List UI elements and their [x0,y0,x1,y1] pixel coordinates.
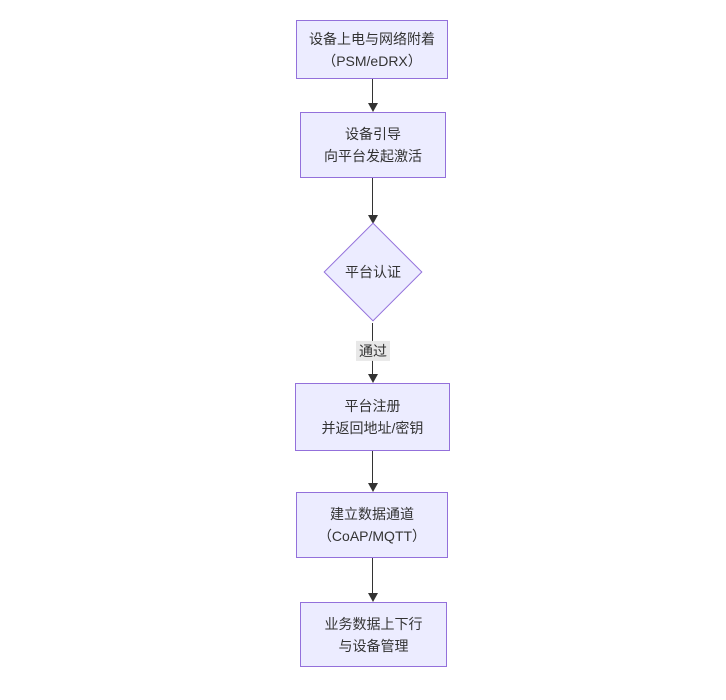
arrow-down-icon [368,483,378,492]
arrow-down-icon [368,215,378,224]
node-text-line: 向平台发起激活 [324,148,422,164]
node-text-line: 设备引导 [345,126,401,142]
node-device-bootstrap: 设备引导 向平台发起激活 [300,112,446,178]
edge-label-pass: 通过 [356,340,390,362]
node-data-channel: 建立数据通道 （CoAP/MQTT） [296,492,448,558]
node-platform-register: 平台注册 并返回地址/密钥 [295,383,450,451]
edge-line-channel-to-business [372,558,373,593]
node-text-line: 并返回地址/密钥 [321,420,424,436]
node-text-line: （PSM/eDRX） [322,52,422,69]
edge-line-attach-to-bootstrap [372,79,373,103]
node-text-line: 建立数据通道 [330,506,414,522]
arrow-down-icon [368,103,378,112]
node-platform-auth: 平台认证 [322,221,424,323]
node-text-line: 设备上电与网络附着 [309,30,435,47]
node-text-line: 平台认证 [345,264,401,280]
node-text-line: 平台注册 [344,398,401,414]
node-power-network-attach: 设备上电与网络附着 （PSM/eDRX） [296,20,448,79]
node-text-line: （CoAP/MQTT） [317,528,427,544]
arrow-down-icon [368,374,378,383]
arrow-down-icon [368,593,378,602]
node-text-line: 与设备管理 [338,637,409,654]
edge-line-bootstrap-to-auth [372,178,373,215]
edge-line-register-to-channel [372,451,373,483]
node-business-data: 业务数据上下行 与设备管理 [300,602,447,667]
node-text-line: 业务数据上下行 [324,615,423,632]
